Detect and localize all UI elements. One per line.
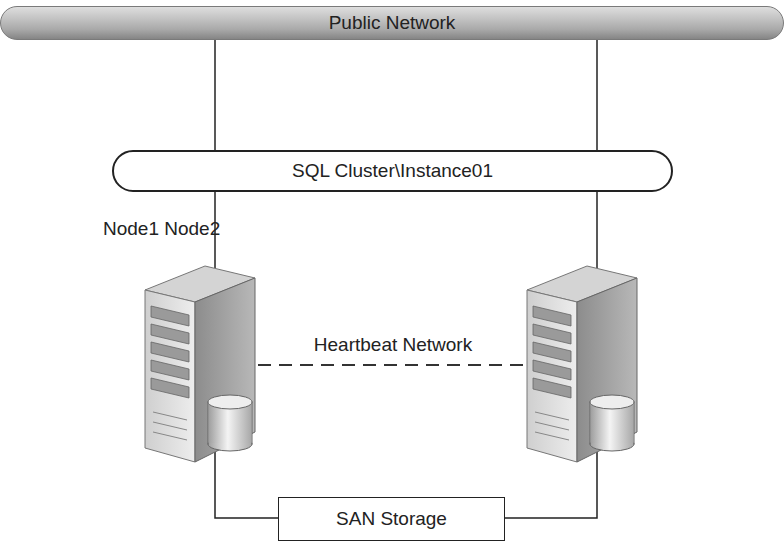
node-text: SQL Cluster\Instance01: [292, 160, 493, 182]
server-icon: [145, 266, 255, 462]
storage-wire: [215, 452, 278, 518]
heartbeat-line: [258, 364, 524, 366]
server-icon: [527, 266, 637, 462]
node-text: SAN Storage: [336, 508, 447, 530]
node-names: Node1 Node2: [103, 218, 273, 240]
network-band: Public Network: [0, 6, 784, 40]
network-link: [596, 40, 598, 150]
cluster-wire: [596, 192, 598, 268]
storage-box: SAN Storage: [278, 497, 505, 541]
storage-wire: [505, 452, 597, 518]
node-text: Public Network: [329, 12, 456, 34]
cluster-pill: SQL Cluster\Instance01: [112, 150, 673, 192]
network-link: [214, 40, 216, 150]
network-label: Heartbeat Network: [283, 334, 503, 356]
